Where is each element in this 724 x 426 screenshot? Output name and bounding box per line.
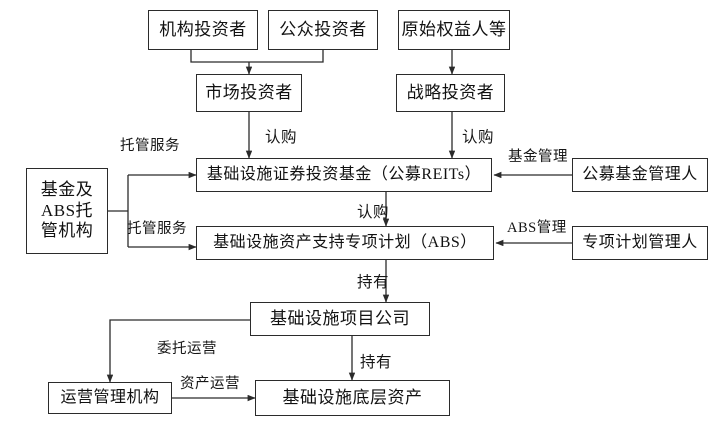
node-strategic-investors[interactable]: 战略投资者 [396, 74, 505, 112]
node-label: 基础设施底层资产 [282, 387, 423, 407]
node-label: 运营管理机构 [60, 389, 160, 407]
node-label: 基础设施证券投资基金（公募REITs） [206, 166, 482, 184]
node-underlying-assets[interactable]: 基础设施底层资产 [255, 380, 450, 416]
node-label: 战略投资者 [406, 82, 495, 102]
node-label: 市场投资者 [205, 82, 293, 102]
edge-label-subscribe-strategic: 认购 [462, 129, 495, 146]
node-abs-plan-manager[interactable]: 专项计划管理人 [572, 226, 708, 260]
node-institutional-investors[interactable]: 机构投资者 [148, 10, 258, 50]
node-public-investors[interactable]: 公众投资者 [268, 10, 378, 50]
node-label: 基础设施项目公司 [270, 308, 410, 328]
node-label-line-1: 基金及 [40, 179, 94, 199]
node-label-line-2: ABS托 [40, 200, 94, 220]
edge-label-subscribe-market: 认购 [265, 129, 298, 146]
edge-label-hold-project: 持有 [357, 274, 390, 291]
node-label: 机构投资者 [159, 19, 247, 39]
edge-label-subscribe-abs: 认购 [357, 204, 390, 221]
node-abs-plan[interactable]: 基础设施资产支持专项计划（ABS） [196, 226, 494, 260]
node-operation-manager[interactable]: 运营管理机构 [48, 382, 172, 414]
node-public-fund-manager[interactable]: 公募基金管理人 [572, 158, 708, 192]
node-label-line-3: 管机构 [40, 221, 94, 241]
node-project-company[interactable]: 基础设施项目公司 [250, 302, 430, 336]
edge-label-custody-service-bottom: 托管服务 [127, 221, 187, 237]
edge-label-hold-assets: 持有 [360, 354, 393, 371]
edge-label-fund-management: 基金管理 [508, 149, 568, 165]
edge-label-abs-management: ABS管理 [507, 220, 567, 236]
node-original-owner[interactable]: 原始权益人等 [398, 10, 510, 50]
node-market-investors[interactable]: 市场投资者 [196, 74, 302, 112]
node-reits-fund[interactable]: 基础设施证券投资基金（公募REITs） [196, 158, 492, 192]
node-label: 公募基金管理人 [582, 166, 698, 184]
node-label: 专项计划管理人 [582, 234, 698, 252]
node-label: 基础设施资产支持专项计划（ABS） [213, 234, 477, 252]
edge-label-asset-operation: 资产运营 [180, 376, 240, 392]
node-custodian[interactable]: 基金及 ABS托 管机构 [26, 168, 108, 254]
edge-label-entrusted-operation: 委托运营 [157, 341, 217, 357]
node-label: 公众投资者 [279, 19, 367, 39]
wire-investors-merge [190, 50, 324, 63]
node-label: 原始权益人等 [401, 19, 507, 39]
edge-label-custody-service-top: 托管服务 [120, 138, 180, 154]
wire-project-entrust-operation [106, 319, 250, 383]
